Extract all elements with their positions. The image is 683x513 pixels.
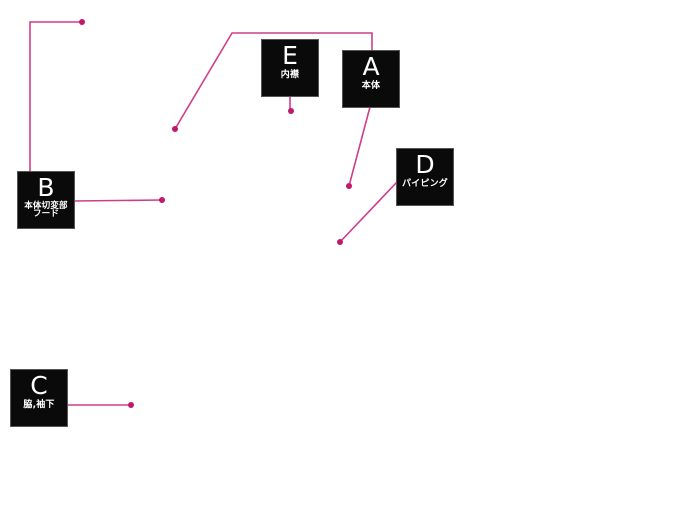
callout-e-inner-collar: E 内襟 — [261, 39, 319, 97]
leader-line-b-body — [73, 199, 163, 202]
leader-line-b-hood — [29, 21, 82, 172]
callout-c-letter: C — [30, 371, 48, 400]
callout-d-piping: D パイピング — [396, 148, 454, 206]
callout-b-letter: B — [37, 173, 55, 202]
callout-e-caption: 内襟 — [280, 70, 300, 80]
leader-line-d — [339, 181, 398, 243]
leader-dot-e — [288, 108, 294, 114]
leader-dot-b-body — [159, 197, 165, 203]
leader-dot-c — [128, 402, 134, 408]
callout-d-letter: D — [415, 150, 435, 179]
callout-c-caption: 脇,袖下 — [23, 400, 55, 410]
leader-dot-b-hood — [79, 19, 85, 25]
callout-a-letter: A — [362, 52, 380, 81]
callout-d-caption: パイピング — [401, 179, 448, 189]
callout-e-letter: E — [282, 41, 298, 70]
callout-b-caption: 本体切変部 フード — [24, 201, 68, 219]
leader-line-a-body — [348, 106, 371, 187]
leader-dot-a-top — [172, 126, 178, 132]
leader-line-a-top — [174, 32, 373, 130]
leader-dot-d — [337, 239, 343, 245]
callout-b-body-switch-hood: B 本体切変部 フード — [17, 171, 75, 229]
callout-a-caption: 本体 — [361, 81, 381, 91]
callout-c-side-underarm: C 脇,袖下 — [10, 369, 68, 427]
leader-dot-a-body — [346, 183, 352, 189]
callout-a-body: A 本体 — [342, 50, 400, 108]
